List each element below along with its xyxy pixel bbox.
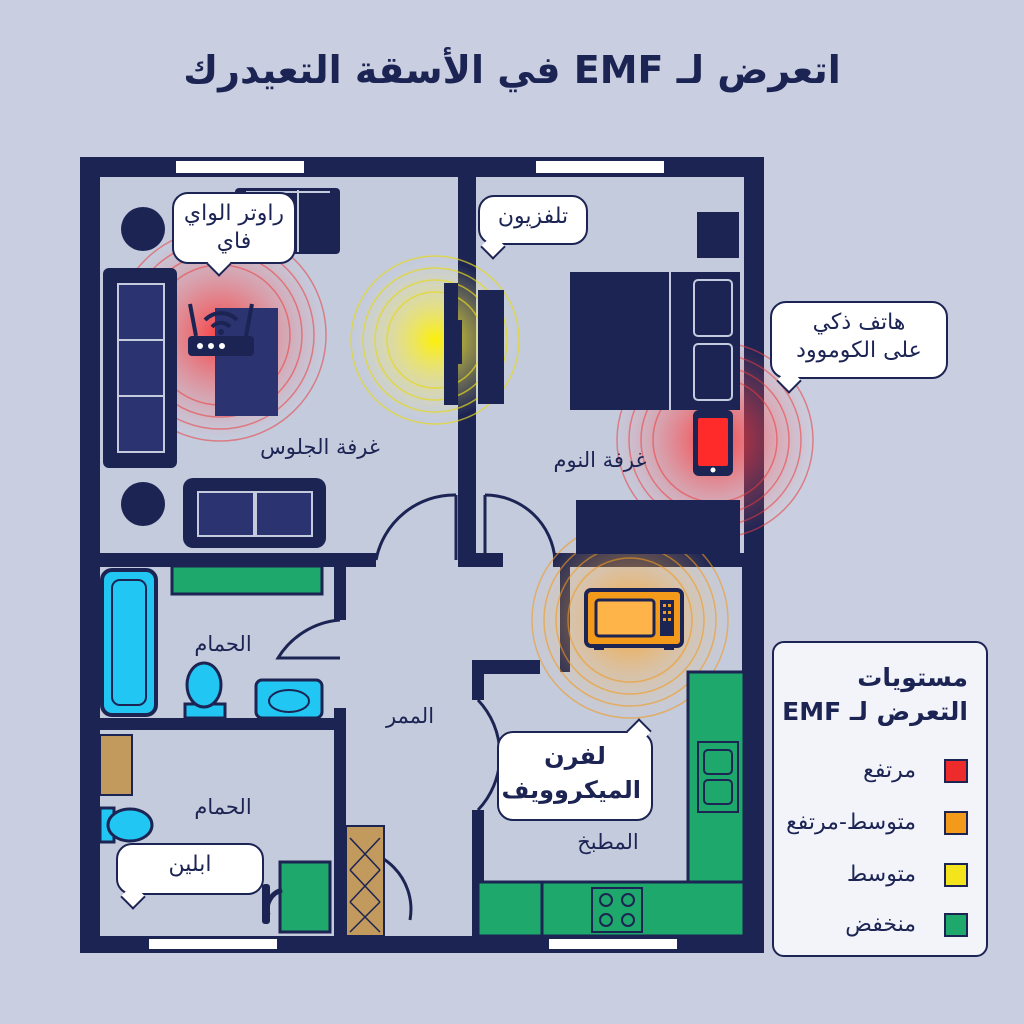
router-callout: راوتر الواي فاي [172,192,296,264]
room-label-kitchen: المطبخ [577,830,639,854]
legend-item-low: منخفض [845,911,916,937]
phone-callout: هاتف ذكي على الكوموود [770,301,948,379]
tv-icon [444,283,462,405]
room-label-bathroom-2: الحمام [194,795,252,819]
legend-item-medium-high: متوسط-مرتفع [786,809,916,835]
legend-title: مستويات التعرض لـ EMF [782,663,968,726]
hallway-shelf [345,825,385,937]
legend-swatch-low [944,913,968,937]
armchair-pair [183,478,326,548]
bedroom-furniture [478,212,740,554]
microwave-callout: لفرن الميكروويف [497,731,653,821]
laptop-icon [262,860,332,934]
legend-item-medium: متوسط [846,861,916,887]
kitchen-counters [476,670,746,938]
legend-item-high: مرتفع [863,757,916,783]
legend-swatch-medium-high [944,811,968,835]
smartphone-icon [693,410,733,476]
wifi-router-icon [188,303,254,356]
legend-swatch-medium [944,863,968,887]
page-title: اتعرض لـ EMF في الأسقة التعيدرك [183,48,841,92]
room-label-living: غرفة الجلوس [260,435,380,459]
bathroom-1-fixtures [100,564,324,720]
room-label-bedroom: غرفة النوم [553,448,647,472]
windows [147,159,679,951]
microwave-icon [584,588,684,650]
emf-legend: مستويات التعرض لـ EMF مرتفع متوسط-مرتفع … [772,641,988,957]
bathroom-2-fixtures [98,734,154,844]
sofa [103,268,177,468]
room-label-bathroom-1: الحمام [194,632,252,656]
laptop-callout: ابلين [116,843,264,895]
legend-swatch-high [944,759,968,783]
room-label-hallway: الممر [385,704,435,728]
